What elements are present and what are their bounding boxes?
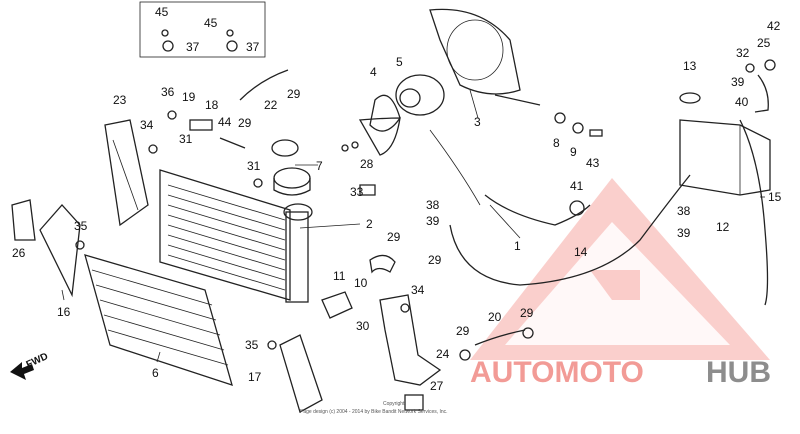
callout-13: 13	[683, 59, 697, 73]
callout-29-c: 29	[387, 230, 401, 244]
callout-34-a: 34	[140, 118, 154, 132]
callout-6: 6	[152, 366, 159, 380]
callout-12: 12	[716, 220, 730, 234]
fan-assembly	[358, 74, 445, 156]
callout-1: 1	[514, 239, 521, 253]
callout-30: 30	[356, 319, 370, 333]
callout-39-a: 39	[731, 75, 745, 89]
callout-14: 14	[574, 245, 588, 259]
watermark-brand: AUTOMOTO HUB	[470, 356, 771, 389]
callout-44: 44	[218, 115, 232, 129]
callout-24: 24	[436, 347, 450, 361]
lower-bracket	[379, 294, 442, 411]
callout-4: 4	[370, 65, 377, 79]
callout-41: 41	[570, 179, 584, 193]
callout-34-b: 34	[411, 283, 425, 297]
callout-23: 23	[113, 93, 127, 107]
callout-33: 33	[350, 185, 364, 199]
copyright: Copyright Page design (c) 2004 - 2014 by…	[300, 401, 448, 415]
copyright-line1: Copyright	[383, 401, 405, 407]
callout-26: 26	[12, 246, 26, 260]
callout-27: 27	[430, 379, 444, 393]
callout-29-e: 29	[456, 324, 470, 338]
callout-8: 8	[553, 136, 560, 150]
callout-45-a: 45	[155, 5, 169, 19]
radiator-grille	[84, 254, 233, 386]
callout-19: 19	[182, 90, 196, 104]
callout-9: 9	[570, 145, 577, 159]
callout-29-a: 29	[287, 87, 301, 101]
left-shroud	[104, 119, 149, 227]
reservoir-tank	[679, 92, 771, 196]
callout-29-f: 29	[520, 306, 534, 320]
callout-28: 28	[360, 157, 374, 171]
callout-38-a: 38	[426, 198, 440, 212]
callout-38-b: 38	[677, 204, 691, 218]
fwd-arrow: FWD	[10, 351, 50, 380]
callout-31-b: 31	[247, 159, 261, 173]
leader-lines	[61, 89, 765, 363]
callout-5: 5	[396, 55, 403, 69]
callout-15: 15	[768, 190, 782, 204]
callout-labels: 45 45 37 37 4 5 3 42 25 32 13 39 40 23 3…	[12, 5, 782, 393]
callout-37-b: 37	[246, 40, 260, 54]
upper-hose	[239, 69, 289, 101]
bolt-kit-box	[139, 1, 266, 58]
callout-35-b: 35	[245, 338, 259, 352]
callout-39-b: 39	[426, 214, 440, 228]
overflow-hoses	[429, 119, 769, 306]
callout-35-a: 35	[74, 219, 88, 233]
copyright-line2: Page design (c) 2004 - 2014 by Bike Band…	[300, 409, 448, 415]
callout-3: 3	[474, 115, 481, 129]
fan-shroud	[429, 8, 541, 106]
lower-cover	[279, 334, 323, 413]
callout-29-b: 29	[238, 116, 252, 130]
callout-2: 2	[366, 217, 373, 231]
callout-45-b: 45	[204, 16, 218, 30]
callout-32: 32	[736, 46, 750, 60]
side-cover	[11, 199, 81, 298]
callout-37-a: 37	[186, 40, 200, 54]
watermark-logo	[470, 178, 770, 360]
callout-42: 42	[767, 19, 781, 33]
callout-16: 16	[57, 305, 71, 319]
watermark-brand-secondary: HUB	[706, 356, 771, 389]
callout-22: 22	[264, 98, 278, 112]
radiator-cap	[271, 139, 311, 196]
callout-40: 40	[735, 95, 749, 109]
callout-10: 10	[354, 276, 368, 290]
callout-25: 25	[757, 36, 771, 50]
fwd-label: FWD	[25, 351, 50, 371]
callout-18: 18	[205, 98, 219, 112]
callout-31-a: 31	[179, 132, 193, 146]
callout-20: 20	[488, 310, 502, 324]
callout-7: 7	[316, 159, 323, 173]
hardware-fittings	[75, 59, 776, 361]
watermark-brand-primary: AUTOMOTO	[470, 356, 644, 389]
callout-39-c: 39	[677, 226, 691, 240]
callout-36: 36	[161, 85, 175, 99]
callout-43: 43	[586, 156, 600, 170]
callout-11: 11	[333, 269, 346, 283]
callout-29-d: 29	[428, 253, 442, 267]
radiator-core	[159, 169, 313, 303]
arrow-icon	[10, 362, 34, 380]
callout-17: 17	[248, 370, 262, 384]
